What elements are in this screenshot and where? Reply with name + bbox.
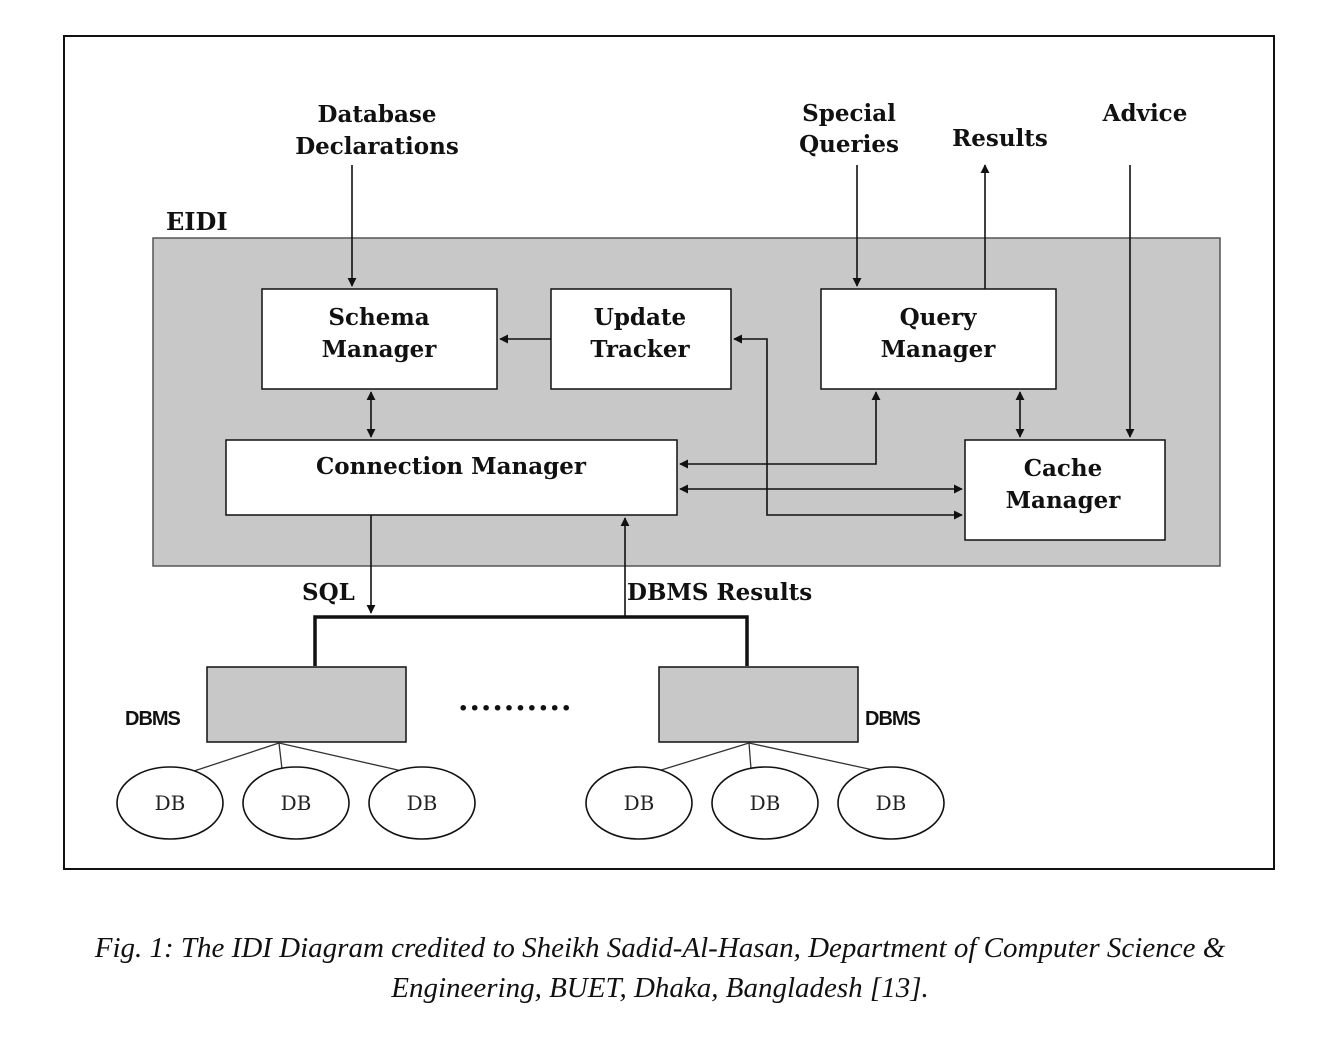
update-tracker-label-line1: Update bbox=[594, 304, 686, 331]
eidi-label: EIDI bbox=[166, 207, 228, 236]
cache-manager-label-line1: Cache bbox=[1024, 455, 1103, 482]
db-label: DB bbox=[281, 791, 312, 815]
caption-line-1: Fig. 1: The IDI Diagram credited to Shei… bbox=[94, 932, 1226, 964]
update-tracker-label-line2: Tracker bbox=[590, 336, 690, 363]
database-declarations-label-line1: Database bbox=[318, 101, 437, 128]
db-label: DB bbox=[750, 791, 781, 815]
connection-manager-box: Connection Manager bbox=[225, 439, 678, 516]
connection-manager-label: Connection Manager bbox=[316, 453, 587, 480]
db-link bbox=[657, 742, 750, 772]
dbms-label-right: DBMS bbox=[865, 708, 921, 730]
query-manager-box: Query Manager bbox=[820, 288, 1057, 390]
db-node bbox=[242, 766, 350, 840]
db-node bbox=[585, 766, 693, 840]
schema-manager-box: Schema Manager bbox=[261, 288, 498, 390]
dbms-ellipsis: ·········· bbox=[458, 691, 572, 726]
schema-manager-label-line2: Manager bbox=[322, 336, 438, 363]
special-queries-label-line2: Queries bbox=[799, 131, 899, 158]
database-declarations-label-line2: Declarations bbox=[295, 133, 459, 160]
db-link bbox=[748, 742, 879, 772]
figure-caption: Fig. 1: The IDI Diagram credited to Shei… bbox=[0, 928, 1320, 1008]
db-node bbox=[711, 766, 819, 840]
update-tracker-box: Update Tracker bbox=[550, 288, 732, 390]
dbms-label-left: DBMS bbox=[125, 708, 181, 730]
dbms-bus bbox=[313, 615, 749, 666]
caption-line-2: Engineering, BUET, Dhaka, Bangladesh [13… bbox=[391, 972, 929, 1004]
query-manager-label-line1: Query bbox=[900, 304, 978, 331]
db-link bbox=[748, 742, 752, 770]
dbms-box-left bbox=[206, 666, 407, 743]
db-link bbox=[278, 742, 283, 770]
advice-label: Advice bbox=[1102, 100, 1188, 127]
sql-label: SQL bbox=[302, 579, 355, 606]
db-label: DB bbox=[876, 791, 907, 815]
arrow-tracker-cache bbox=[733, 334, 963, 520]
db-node bbox=[837, 766, 945, 840]
schema-manager-label-line1: Schema bbox=[328, 304, 429, 331]
db-label: DB bbox=[155, 791, 186, 815]
dbms-box-right bbox=[658, 666, 859, 743]
db-node bbox=[368, 766, 476, 840]
cache-manager-label-line2: Manager bbox=[1006, 487, 1122, 514]
db-label: DB bbox=[624, 791, 655, 815]
db-label: DB bbox=[407, 791, 438, 815]
db-link bbox=[187, 742, 280, 774]
special-queries-label-line1: Special bbox=[802, 100, 896, 127]
cache-manager-box: Cache Manager bbox=[964, 439, 1166, 541]
query-manager-label-line2: Manager bbox=[881, 336, 997, 363]
results-label: Results bbox=[952, 125, 1048, 152]
db-node bbox=[116, 766, 224, 840]
dbms-results-label: DBMS Results bbox=[627, 579, 812, 606]
db-link bbox=[278, 742, 403, 772]
